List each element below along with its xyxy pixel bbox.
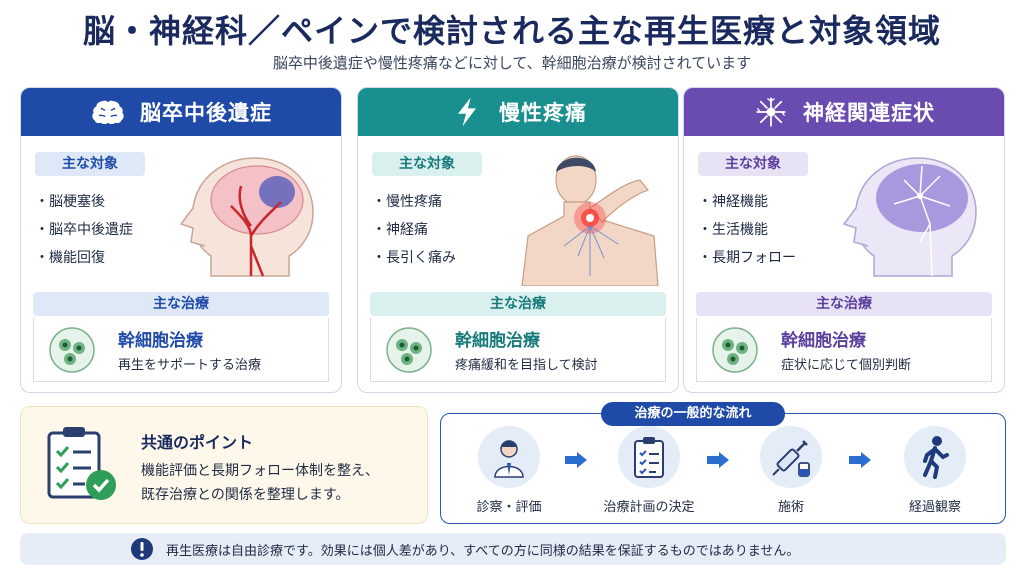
nerve-brain-illustration bbox=[842, 157, 977, 277]
target-item: 神経痛 bbox=[372, 216, 456, 244]
target-item: 機能回復 bbox=[35, 244, 133, 272]
card-header-label: 神経関連症状 bbox=[803, 101, 935, 125]
walking-person-icon bbox=[923, 436, 949, 479]
treatment-label: 主な治療 bbox=[33, 292, 329, 316]
flow-step-followup: 経過観察 bbox=[885, 426, 985, 515]
treatment-box: 幹細胞治療 症状に応じて個別判断 bbox=[696, 318, 992, 382]
page-subtitle: 脳卒中後遺症や慢性疼痛などに対して、幹細胞治療が検討されています bbox=[272, 54, 752, 72]
clipboard-icon bbox=[634, 437, 664, 478]
brain-icon bbox=[92, 100, 124, 125]
head-brain-illustration bbox=[179, 157, 314, 277]
treatment-description: 再生をサポートする治療 bbox=[118, 358, 262, 373]
treatment-name: 幹細胞治療 bbox=[118, 331, 203, 351]
disclaimer-bar: 再生医療は自由診療です。効果には個人差があり、すべての方に同様の結果を保証するも… bbox=[20, 533, 1006, 565]
stem-cell-icon bbox=[49, 327, 95, 373]
treatment-label: 主な治療 bbox=[370, 292, 666, 316]
target-item: 生活機能 bbox=[698, 216, 796, 244]
card-stroke-sequelae: 脳卒中後遺症 主な対象 脳梗塞後 脳卒中後遺症 機能回復 主な治療 幹細胞治療 … bbox=[20, 87, 342, 393]
target-item: 脳卒中後遺症 bbox=[35, 216, 133, 244]
arrow-right-icon bbox=[849, 452, 871, 468]
treatment-description: 症状に応じて個別判断 bbox=[781, 358, 912, 373]
arrow-right-icon bbox=[707, 452, 729, 468]
treatment-name: 幹細胞治療 bbox=[455, 331, 540, 351]
treatment-label: 主な治療 bbox=[696, 292, 992, 316]
flow-step-procedure: 施術 bbox=[741, 426, 841, 515]
card-header: 慢性疼痛 bbox=[358, 88, 678, 136]
card-header: 脳卒中後遺症 bbox=[21, 88, 341, 136]
treatment-name: 幹細胞治療 bbox=[781, 331, 866, 351]
target-item: 脳梗塞後 bbox=[35, 188, 133, 216]
target-label: 主な対象 bbox=[698, 152, 808, 176]
flow-step-label: 経過観察 bbox=[908, 500, 961, 515]
treatment-description: 疼痛緩和を目指して検討 bbox=[455, 358, 598, 373]
point-title: 共通のポイント bbox=[141, 433, 254, 452]
common-point-box: 共通のポイント 機能評価と長期フォロー体制を整え、 既存治療との関係を整理します… bbox=[20, 406, 428, 524]
stem-cell-icon bbox=[386, 327, 432, 373]
target-item: 神経機能 bbox=[698, 188, 796, 216]
doctor-icon bbox=[494, 440, 524, 478]
flow-step-plan: 治療計画の決定 bbox=[599, 426, 699, 515]
page-title: 脳・神経科／ペインで検討される主な再生医療と対象領域 bbox=[82, 12, 941, 50]
arrow-right-icon bbox=[565, 452, 587, 468]
card-chronic-pain: 慢性疼痛 主な対象 慢性疼痛 神経痛 長引く痛み 主な治療 幹細胞治療 疼痛緩和… bbox=[357, 87, 679, 393]
flow-step-label: 施術 bbox=[777, 500, 804, 515]
card-header-label: 慢性疼痛 bbox=[499, 101, 587, 125]
card-neuro-symptoms: 神経関連症状 主な対象 神経機能 生活機能 長期フォロー 主な治療 幹細胞治療 … bbox=[683, 87, 1005, 393]
checklist-icon bbox=[47, 427, 116, 500]
point-text: 機能評価と長期フォロー体制を整え、 既存治療との関係を整理します。 bbox=[141, 459, 379, 507]
target-item: 慢性疼痛 bbox=[372, 188, 456, 216]
stem-cell-icon bbox=[712, 327, 758, 373]
card-header-label: 脳卒中後遺症 bbox=[140, 101, 272, 125]
exclamation-icon bbox=[131, 538, 153, 560]
target-label: 主な対象 bbox=[35, 152, 145, 176]
target-list: 脳梗塞後 脳卒中後遺症 機能回復 bbox=[35, 188, 133, 272]
flow-title: 治療の一般的な流れ bbox=[601, 402, 785, 426]
neuron-icon bbox=[756, 97, 786, 127]
target-list: 神経機能 生活機能 長期フォロー bbox=[698, 188, 796, 272]
flow-step-label: 診察・評価 bbox=[476, 500, 542, 515]
target-label: 主な対象 bbox=[372, 152, 482, 176]
point-line: 機能評価と長期フォロー体制を整え、 bbox=[141, 463, 379, 479]
target-list: 慢性疼痛 神経痛 長引く痛み bbox=[372, 188, 456, 272]
treatment-flow: 治療の一般的な流れ 診察・評価 治療計画の決定 bbox=[440, 402, 1006, 524]
lightning-icon bbox=[458, 97, 476, 127]
flow-step-label: 治療計画の決定 bbox=[603, 500, 695, 515]
flow-step-consultation: 診察・評価 bbox=[459, 426, 559, 515]
disclaimer-text: 再生医療は自由診療です。効果には個人差があり、すべての方に同様の結果を保証するも… bbox=[166, 544, 800, 559]
target-item: 長期フォロー bbox=[698, 244, 796, 272]
card-header: 神経関連症状 bbox=[684, 88, 1004, 136]
syringe-icon bbox=[772, 440, 810, 477]
treatment-box: 幹細胞治療 再生をサポートする治療 bbox=[33, 318, 329, 382]
target-item: 長引く痛み bbox=[372, 244, 456, 272]
neck-pain-illustration bbox=[521, 155, 659, 286]
point-line: 既存治療との関係を整理します。 bbox=[141, 487, 350, 503]
treatment-box: 幹細胞治療 疼痛緩和を目指して検討 bbox=[370, 318, 666, 382]
